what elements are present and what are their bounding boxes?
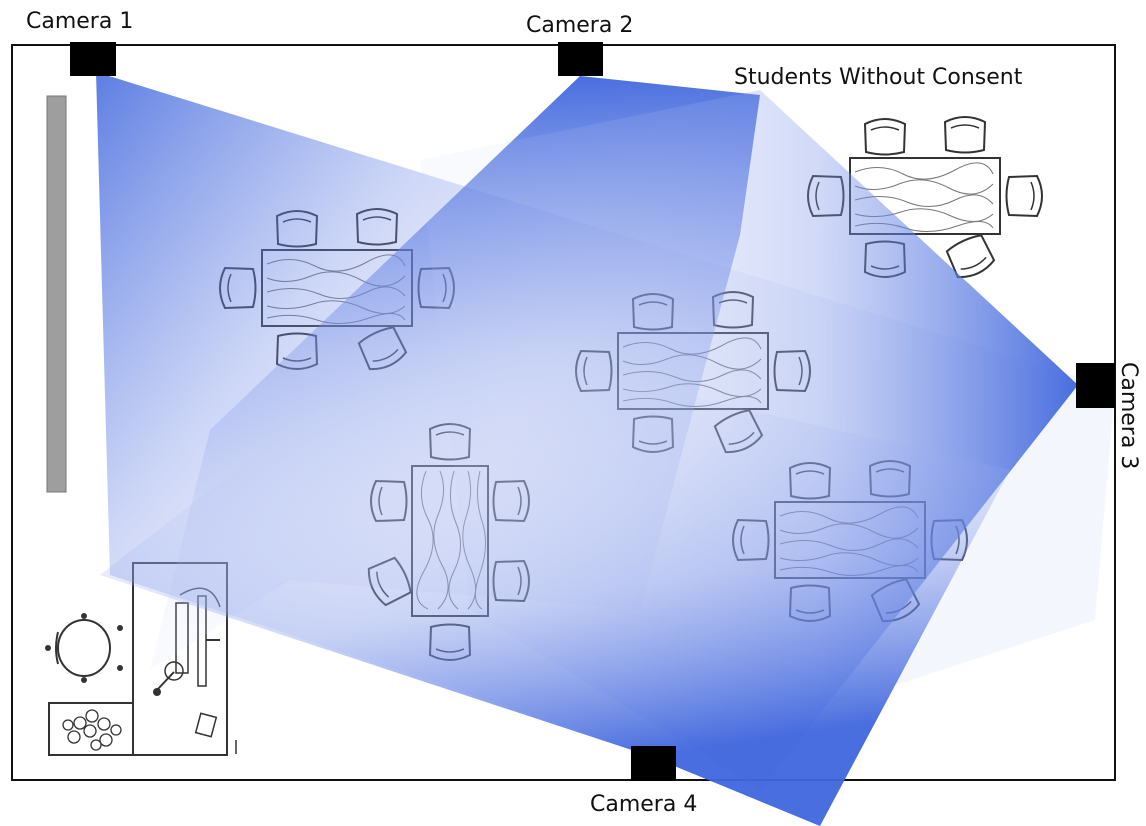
camera-4-icon xyxy=(631,746,676,781)
camera-4-fov xyxy=(100,365,1010,826)
camera-2-icon xyxy=(558,42,603,76)
camera-2-label: Camera 2 xyxy=(526,13,633,38)
camera-3-label: Camera 3 xyxy=(1116,362,1141,469)
camera-1-icon xyxy=(70,42,116,76)
whiteboard-icon xyxy=(46,95,67,493)
no-consent-zone-label: Students Without Consent xyxy=(734,65,1023,90)
camera-3-icon xyxy=(1076,363,1115,408)
camera-4-label: Camera 4 xyxy=(590,792,697,817)
office-chair-icon xyxy=(45,613,123,683)
camera-1-label: Camera 1 xyxy=(26,9,133,34)
plant-icon xyxy=(62,709,122,751)
camera-fov-layer xyxy=(96,72,1115,826)
